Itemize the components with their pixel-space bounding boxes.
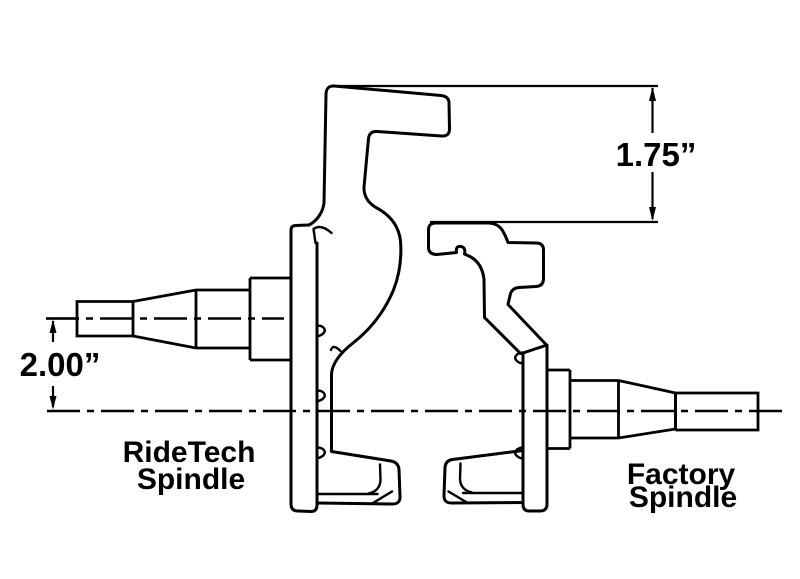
flange-notch [514, 351, 525, 365]
factory-spindle-label-line1: Factory [627, 458, 736, 491]
flange-notch [315, 446, 326, 460]
part-labels: RideTech Spindle Factory Spindle [123, 436, 738, 514]
ridetech-shaft [75, 276, 291, 362]
arrow-down-icon [49, 396, 57, 410]
arrow-down-icon [649, 207, 656, 221]
ridetech-flange [289, 223, 326, 513]
ridetech-body-and-arm [307, 84, 451, 506]
centerlines [46, 317, 782, 413]
ridetech-spindle-drawing [75, 84, 451, 513]
arrow-up-icon [649, 87, 656, 101]
dimension-value-arm-height: 1.75” [616, 136, 697, 173]
flange-notch [514, 446, 525, 460]
flange-notch [315, 389, 326, 403]
factory-arm [427, 221, 548, 355]
casting-curl [312, 225, 333, 245]
dimension-value-spindle-drop: 2.00” [20, 346, 101, 383]
factory-shaft [547, 368, 760, 450]
dimension-spindle-drop: 2.00” [20, 317, 101, 410]
factory-flange [514, 343, 549, 513]
arrow-up-icon [49, 319, 57, 333]
ridetech-spindle-label-line1: RideTech [123, 436, 256, 469]
factory-spindle-label-line2: Spindle [629, 481, 737, 514]
flange-notch [315, 324, 326, 338]
ridetech-spindle-label-line2: Spindle [137, 463, 245, 496]
factory-caliper-bracket [442, 449, 525, 505]
casting-tick [329, 345, 342, 353]
ridetech-caliper-bracket-details [315, 463, 394, 505]
dimension-arm-height: 1.75” [336, 84, 697, 224]
